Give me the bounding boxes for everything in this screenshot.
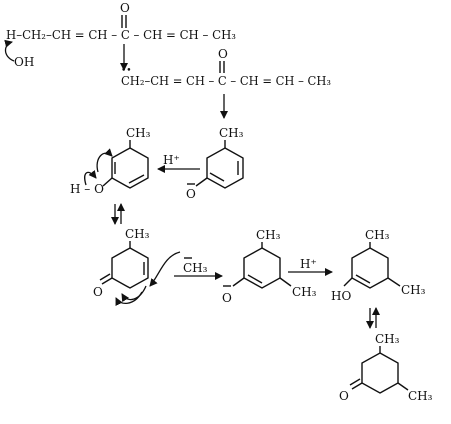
step4-enol-ring <box>351 247 389 289</box>
step1-hydroxide: OH <box>14 55 34 69</box>
step5-oxygen: O <box>339 389 349 403</box>
step4-enolate-oxygen: O <box>222 291 232 305</box>
step5-co-bond-1 <box>351 382 363 390</box>
step4-enol-ch3-top: CH₃ <box>365 228 390 242</box>
step4-curly-arrow-1 <box>149 251 181 287</box>
step3-proton: H⁺ <box>163 153 180 167</box>
step1-chain-formula: H–CH₂–CH = CH – C – CH = CH – CH₃ <box>6 28 236 42</box>
step4-enol-ch3-right: CH₃ <box>401 283 426 297</box>
step3-phenol-ring <box>111 147 149 189</box>
step5-ch3-right: CH₃ <box>408 389 433 403</box>
step4-enone-ch3: CH₃ <box>125 227 150 241</box>
step5-product: CH₃ CH₃ O <box>339 332 433 403</box>
step4-enolate-ring <box>243 247 281 289</box>
step4-enone-ring <box>111 247 149 289</box>
step4-enol-double <box>355 274 371 284</box>
step1-carbonyl-oxygen: O <box>120 1 130 15</box>
step5-co-bond-2 <box>349 378 361 386</box>
step4-enol-ho: HO <box>331 289 351 303</box>
step2-chain-formula: CH₂–CH = CH – C – CH = CH – CH₃ <box>121 74 331 88</box>
step5-product-ring <box>361 352 399 394</box>
step3-phenol-o-bond <box>102 177 113 187</box>
step3-curly-arrow-1 <box>96 148 113 173</box>
step4-enolate-ch3-right: CH₃ <box>292 285 317 299</box>
step4-enone-oxygen: O <box>93 285 103 299</box>
step1-dienone: O H–CH₂–CH = CH – C – CH = CH – CH₃ OH <box>4 1 236 71</box>
step4-curly-arrow-2 <box>121 285 147 303</box>
step3-curly-arrow-2 <box>84 170 97 186</box>
step5-ch3-top: CH₃ <box>375 332 400 346</box>
step4-conjugate-addition: CH₃ O CH₃ CH₃ CH₃ O H⁺ CH₃ CH₃ HO <box>93 227 426 329</box>
step4-enone-co-2 <box>99 273 111 281</box>
step5-methyl2-bond <box>397 382 409 391</box>
step2-lone-pair: •• <box>121 66 132 76</box>
step4-enolate-double <box>247 274 263 284</box>
step4-enol-o-bond <box>343 277 353 287</box>
step2-carbonyl-oxygen: O <box>218 47 228 61</box>
step4-enone-co-1 <box>101 277 113 285</box>
step4-enolate-methyl2-bond <box>279 277 292 287</box>
step4-methyl-anion: CH₃ <box>183 261 208 275</box>
step4-enolate-o-bond <box>232 277 245 287</box>
step4-enol-methyl2-bond <box>387 277 401 287</box>
step3-phenol-double-2 <box>128 174 145 184</box>
step4-proton: H⁺ <box>300 257 317 271</box>
step4-curly-arrow-3 <box>115 291 143 307</box>
step3-enolate-ring <box>206 147 244 189</box>
step2-carbanion: O •• CH₂–CH = CH – C – CH = CH – CH₃ <box>121 47 331 119</box>
step3-enolate-double-1 <box>209 172 225 182</box>
step4-enolate-ch3-top: CH₃ <box>256 228 281 242</box>
step3-enolate-ch3: CH₃ <box>219 126 244 140</box>
step1-curly-arrow <box>4 39 15 62</box>
step3-cyclization: CH₃ O H⁺ CH₃ H – O <box>70 126 244 225</box>
step3-phenol-ch3: CH₃ <box>126 126 151 140</box>
step3-phenol-oh: H – O <box>70 182 104 196</box>
step3-enolate-o-bond <box>195 177 208 187</box>
step3-enolate-oxygen: O <box>186 187 196 201</box>
